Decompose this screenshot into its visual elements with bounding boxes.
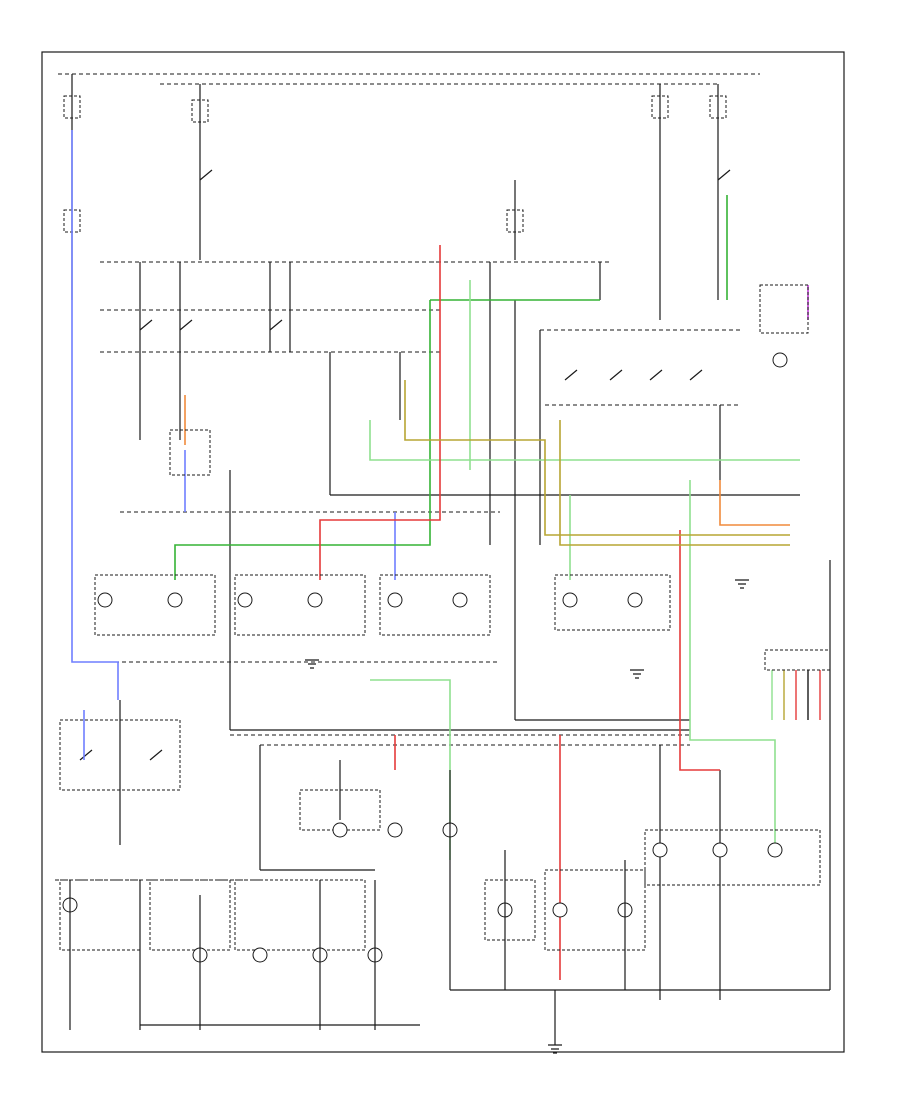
light-green-wire xyxy=(369,280,800,860)
red-wire xyxy=(319,245,720,980)
lower-circuits xyxy=(55,579,831,1054)
fuse-group xyxy=(63,95,727,233)
top-power-bus xyxy=(58,73,760,320)
switch-symbols xyxy=(79,169,731,761)
diagram-frame xyxy=(41,51,845,1053)
orange-wire xyxy=(184,395,790,526)
junction-lines xyxy=(80,261,740,746)
harness-connector xyxy=(764,649,831,720)
lamp-bulbs xyxy=(62,352,788,963)
black-wires xyxy=(119,262,831,1000)
olive-wire xyxy=(404,380,790,546)
green-wire xyxy=(174,195,728,580)
blue-wire xyxy=(71,130,396,760)
